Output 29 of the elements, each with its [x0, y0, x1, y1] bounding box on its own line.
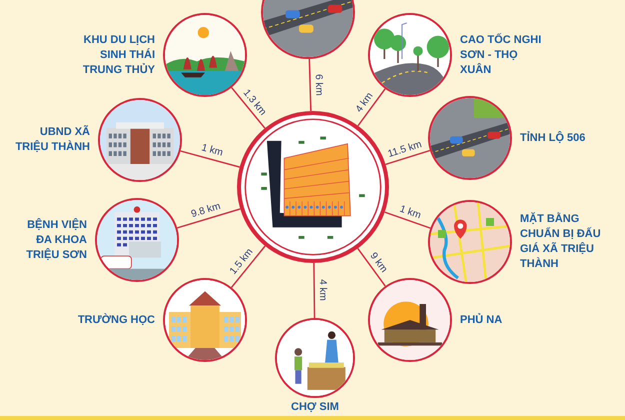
location-name: PHỦ NA	[460, 312, 504, 328]
location-name: CAO TỐC NGHI SƠN - THỌ XUÂN	[460, 32, 542, 78]
connector-line	[231, 87, 266, 129]
distance-label: 1.3 km	[240, 87, 269, 118]
location-name: MẶT BẰNG CHUẨN BỊ ĐẤU GIÁ XÃ TRIỆU THÀNH	[520, 212, 602, 272]
connector-line	[357, 88, 386, 126]
connector-line	[308, 58, 312, 112]
distance-label: 11.5 km	[386, 138, 424, 161]
connector-line	[180, 150, 240, 168]
connector-line	[385, 150, 430, 166]
location-name: CHỢ SIM	[290, 400, 340, 415]
location-name: BỆNH VIỆN ĐA KHOA TRIỆU SƠN	[25, 218, 87, 262]
connector-line	[230, 246, 266, 288]
connector-line	[313, 262, 316, 318]
connector-line	[384, 211, 431, 229]
connector-line	[357, 248, 386, 286]
distance-label: 1.5 km	[228, 246, 256, 278]
distance-label: 9.8 km	[190, 200, 222, 221]
location-name: TỈNH LỘ 506	[520, 130, 586, 146]
location-name: KHU DU LỊCH SINH THÁI TRUNG THỦY	[82, 32, 155, 78]
connector-line	[177, 208, 240, 229]
distance-label: 6 km	[312, 74, 324, 96]
distance-label: 1 km	[200, 142, 224, 160]
distance-label: 4 km	[354, 90, 376, 115]
location-name: UBND XÃ TRIỆU THÀNH	[14, 125, 90, 155]
distance-label: 4 km	[316, 279, 328, 302]
distance-label: 1 km	[398, 203, 422, 222]
distance-label: 9 km	[366, 250, 390, 275]
location-name: TRƯỜNG HỌC	[76, 312, 155, 328]
